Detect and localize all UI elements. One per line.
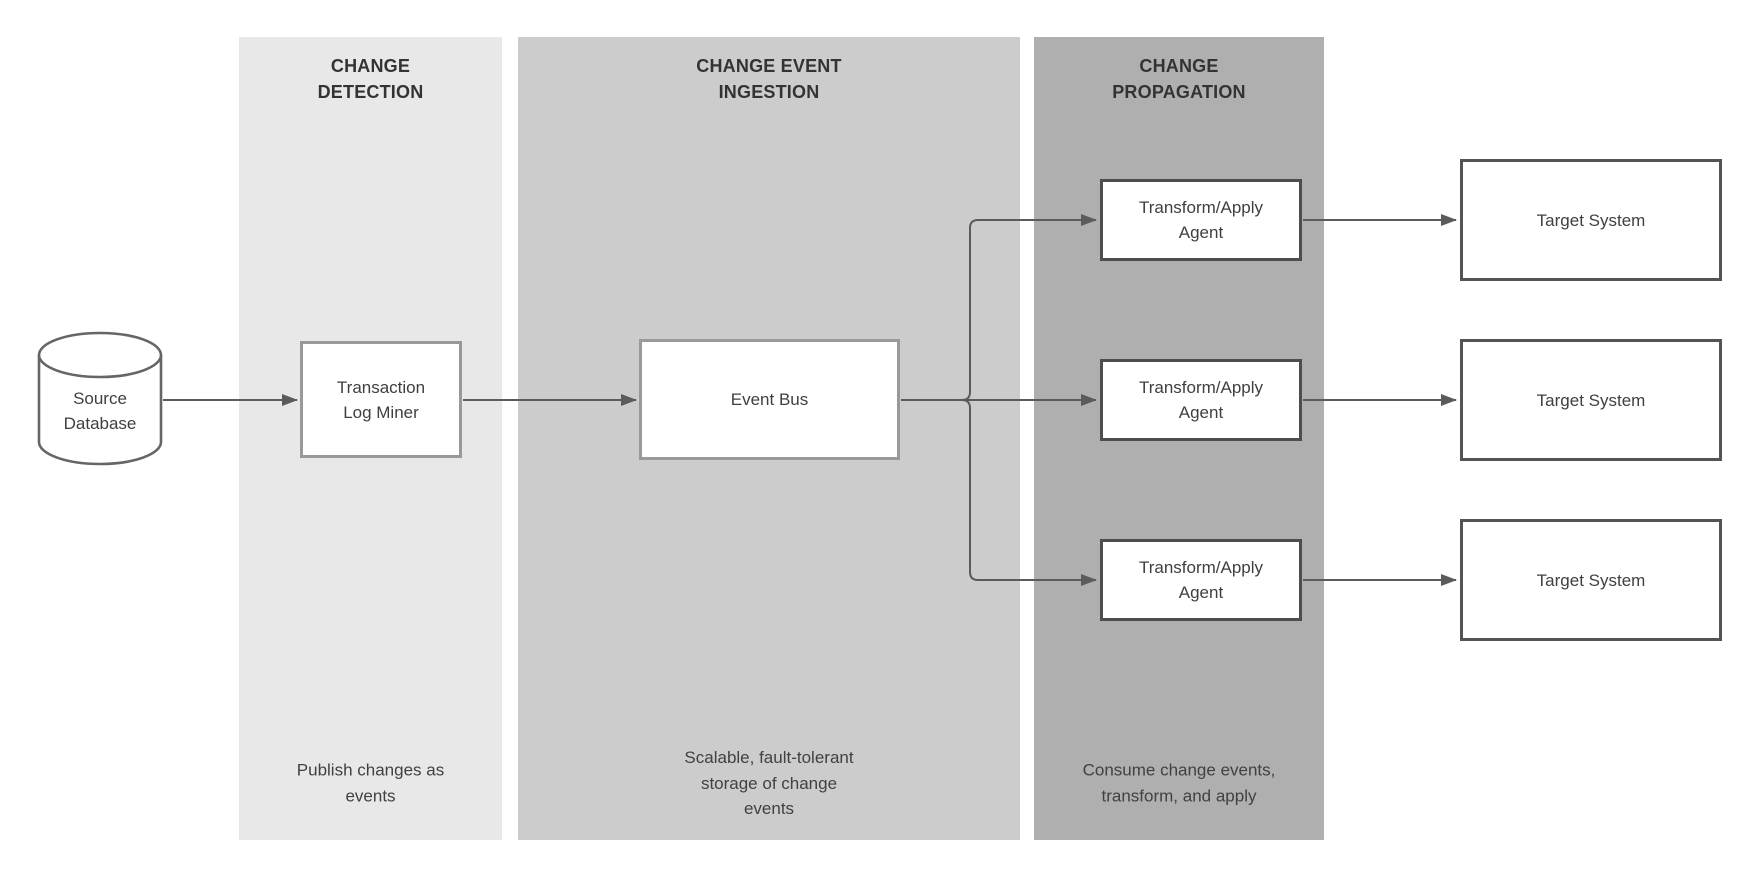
lane-title-change-detection: CHANGE DETECTION bbox=[317, 56, 424, 102]
lane-note-change-event-ingestion: Scalable, fault-tolerant storage of chan… bbox=[684, 747, 854, 818]
node-transform-apply-agent-2: Transform/Apply Agent bbox=[1100, 359, 1302, 441]
node-transform-apply-agent-1: Transform/Apply Agent bbox=[1100, 179, 1302, 261]
node-event-bus: Event Bus bbox=[639, 339, 900, 460]
lane-note-change-detection: Publish changes as events bbox=[296, 760, 445, 806]
connector-eventbus-to-agent-1 bbox=[961, 214, 1097, 401]
node-transaction-log-miner: Transaction Log Miner bbox=[300, 341, 462, 458]
node-source-database: Source Database bbox=[37, 330, 163, 467]
lane-title-change-event-ingestion: CHANGE EVENT INGESTION bbox=[696, 56, 842, 102]
source-database-label: Source Database bbox=[63, 389, 137, 433]
lane-note-change-propagation: Consume change events, transform, and ap… bbox=[1082, 760, 1276, 806]
node-transform-apply-agent-3: Transform/Apply Agent bbox=[1100, 539, 1302, 621]
lane-title-change-propagation: CHANGE PROPAGATION bbox=[1112, 56, 1246, 102]
node-target-system-1: Target System bbox=[1460, 159, 1722, 281]
connector-eventbus-to-agent-3 bbox=[961, 399, 1097, 586]
database-cylinder-icon bbox=[37, 331, 163, 466]
node-target-system-3: Target System bbox=[1460, 519, 1722, 641]
node-target-system-2: Target System bbox=[1460, 339, 1722, 461]
